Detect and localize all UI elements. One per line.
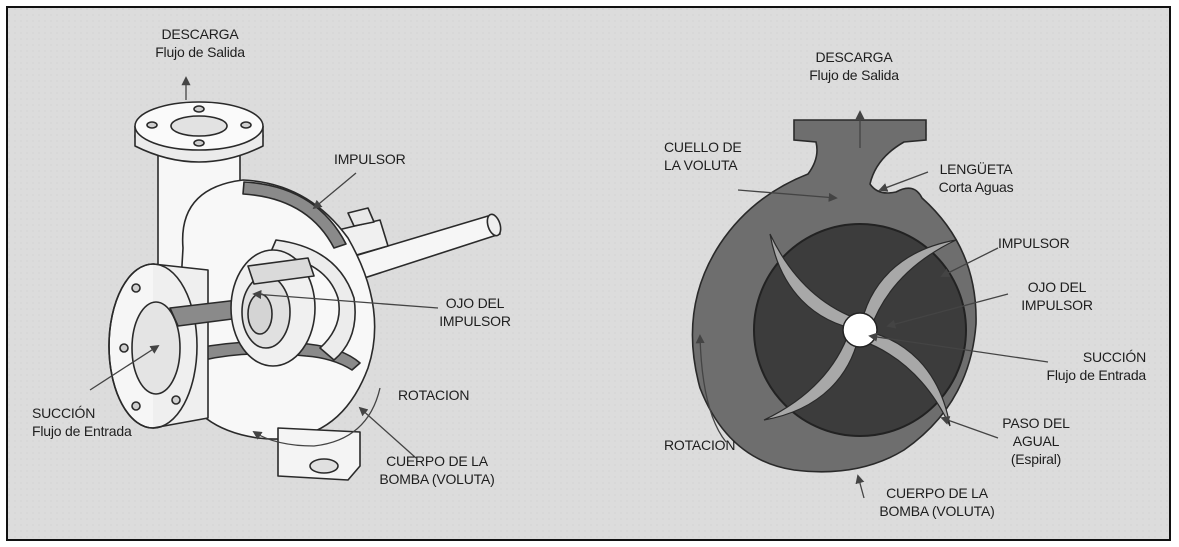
label-ojo-left-line1: OJO DEL	[432, 294, 518, 312]
label-ojo-right: OJO DEL IMPULSOR	[1012, 278, 1102, 314]
label-lengueta-line2: Corta Aguas	[926, 178, 1026, 196]
label-cuerpo-right: CUERPO DE LA BOMBA (VOLUTA)	[874, 484, 1000, 520]
label-descarga-left-sub: Flujo de Salida	[144, 43, 256, 61]
label-cuerpo-left-line1: CUERPO DE LA	[374, 452, 500, 470]
impeller-eye	[843, 313, 877, 347]
label-descarga-right-title: DESCARGA	[798, 48, 910, 66]
label-paso: PASO DEL AGUAL (Espiral)	[998, 414, 1074, 468]
label-paso-line1: PASO DEL	[998, 414, 1074, 432]
label-descarga-left-title: DESCARGA	[144, 25, 256, 43]
label-succion-right-title: SUCCIÓN	[1022, 348, 1146, 366]
label-ojo-right-line2: IMPULSOR	[1012, 296, 1102, 314]
label-succion-left-title: SUCCIÓN	[32, 404, 132, 422]
label-ojo-left: OJO DEL IMPULSOR	[432, 294, 518, 330]
label-descarga-right: DESCARGA Flujo de Salida	[798, 48, 910, 84]
label-cuello-line2: LA VOLUTA	[664, 156, 742, 174]
label-succion-right: SUCCIÓN Flujo de Entrada	[1022, 348, 1146, 384]
label-succion-right-sub: Flujo de Entrada	[1022, 366, 1146, 384]
label-cuerpo-left: CUERPO DE LA BOMBA (VOLUTA)	[374, 452, 500, 488]
label-lengueta-line1: LENGÜETA	[926, 160, 1026, 178]
label-ojo-left-line2: IMPULSOR	[432, 312, 518, 330]
label-descarga-left: DESCARGA Flujo de Salida	[144, 25, 256, 61]
label-paso-line3: (Espiral)	[998, 450, 1074, 468]
label-succion-left: SUCCIÓN Flujo de Entrada	[32, 404, 132, 440]
label-descarga-right-sub: Flujo de Salida	[798, 66, 910, 84]
label-ojo-right-line1: OJO DEL	[1012, 278, 1102, 296]
label-cuerpo-right-line1: CUERPO DE LA	[874, 484, 1000, 502]
label-impulsor-left: IMPULSOR	[334, 150, 406, 168]
label-cuello-line1: CUELLO DE	[664, 138, 742, 156]
label-rotacion-right: ROTACION	[664, 436, 735, 454]
label-paso-line2: AGUAL	[998, 432, 1074, 450]
label-cuerpo-right-line2: BOMBA (VOLUTA)	[874, 502, 1000, 520]
pump-diagram-frame: DESCARGA Flujo de Salida IMPULSOR OJO DE…	[6, 6, 1171, 541]
impeller-cutaway	[231, 250, 315, 366]
label-cuello: CUELLO DE LA VOLUTA	[664, 138, 742, 174]
label-cuerpo-left-line2: BOMBA (VOLUTA)	[374, 470, 500, 488]
label-impulsor-right: IMPULSOR	[998, 234, 1070, 252]
diagram-canvas	[8, 8, 1169, 539]
label-lengueta: LENGÜETA Corta Aguas	[926, 160, 1026, 196]
label-rotacion-left: ROTACION	[398, 386, 469, 404]
label-succion-left-sub: Flujo de Entrada	[32, 422, 132, 440]
